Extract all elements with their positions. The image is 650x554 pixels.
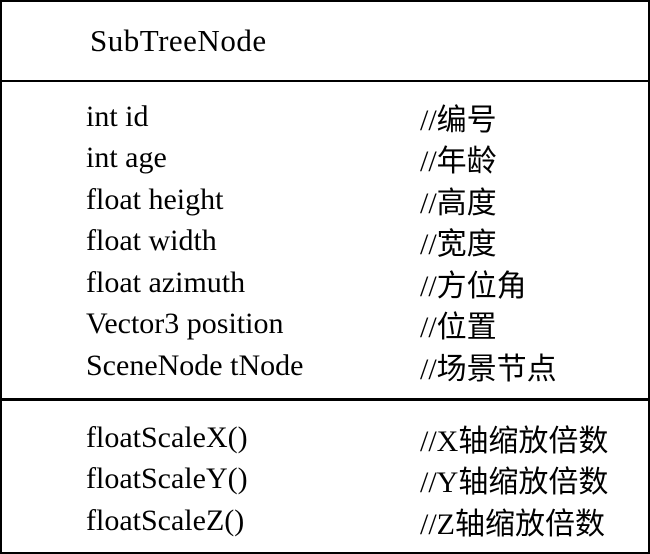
methods-compartment: floatScaleX() //X轴缩放倍数 floatScaleY() //Y… — [2, 401, 648, 552]
field-row: SceneNode tNode //场景节点 — [2, 345, 648, 387]
method-comment: //X轴缩放倍数 — [420, 424, 609, 458]
method-comment: //Y轴缩放倍数 — [420, 466, 609, 500]
method-row: floatScaleY() //Y轴缩放倍数 — [2, 459, 648, 501]
method-comment: //Z轴缩放倍数 — [420, 507, 605, 541]
field-comment: //位置 — [420, 311, 497, 345]
field-row: float width //宽度 — [2, 221, 648, 263]
field-comment: //高度 — [420, 186, 497, 220]
field-declaration: int age — [86, 141, 167, 175]
field-declaration: int id — [86, 99, 149, 133]
method-row: floatScaleX() //X轴缩放倍数 — [2, 417, 648, 459]
field-declaration: SceneNode tNode — [86, 348, 304, 382]
field-row: float height //高度 — [2, 179, 648, 221]
field-comment: //年龄 — [420, 145, 497, 179]
field-declaration: float azimuth — [86, 265, 246, 299]
class-title-compartment: SubTreeNode — [2, 2, 648, 82]
method-declaration: floatScaleZ() — [86, 503, 245, 537]
field-row: Vector3 position //位置 — [2, 304, 648, 346]
field-comment: //方位角 — [420, 269, 527, 303]
field-declaration: float height — [86, 182, 224, 216]
field-row: int age //年龄 — [2, 138, 648, 180]
field-row: int id //编号 — [2, 96, 648, 138]
field-declaration: float width — [86, 224, 217, 258]
method-row: floatScaleZ() //Z轴缩放倍数 — [2, 500, 648, 542]
field-comment: //编号 — [420, 103, 497, 137]
fields-compartment: int id //编号 int age //年龄 float height //… — [2, 82, 648, 401]
field-comment: //场景节点 — [420, 352, 557, 386]
field-declaration: Vector3 position — [86, 307, 284, 341]
field-row: float azimuth //方位角 — [2, 262, 648, 304]
class-title: SubTreeNode — [90, 23, 267, 58]
method-declaration: floatScaleX() — [86, 420, 248, 454]
field-comment: //宽度 — [420, 228, 497, 262]
method-declaration: floatScaleY() — [86, 462, 248, 496]
